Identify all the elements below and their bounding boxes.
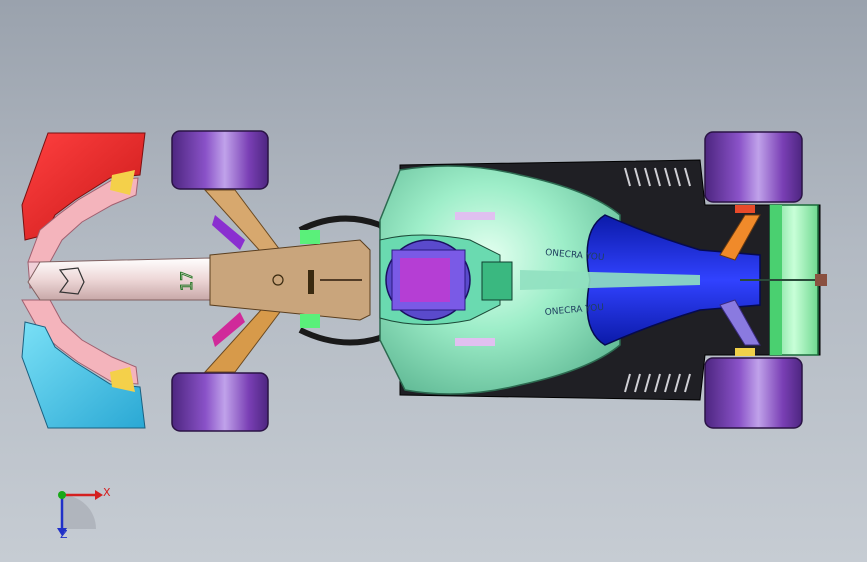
body-stripes (300, 212, 495, 346)
rear-left-tyre (704, 131, 803, 203)
rear-suspension (719, 205, 761, 356)
floor-vents-top (624, 167, 691, 187)
front-right-tyre (171, 372, 269, 432)
monocoque-bolt (272, 274, 284, 286)
y-axis-dot (58, 491, 66, 499)
z-axis-label: Z (60, 528, 68, 541)
nose-logo (58, 267, 85, 295)
rear-right-tyre (704, 357, 803, 429)
floor-vents-bottom (624, 373, 691, 393)
monocoque-vent (308, 270, 314, 294)
x-axis-label: X (103, 486, 111, 499)
front-left-tyre (171, 130, 269, 190)
monocoque (209, 239, 371, 321)
car-number: 17 (177, 271, 196, 291)
rear-light (815, 274, 827, 286)
